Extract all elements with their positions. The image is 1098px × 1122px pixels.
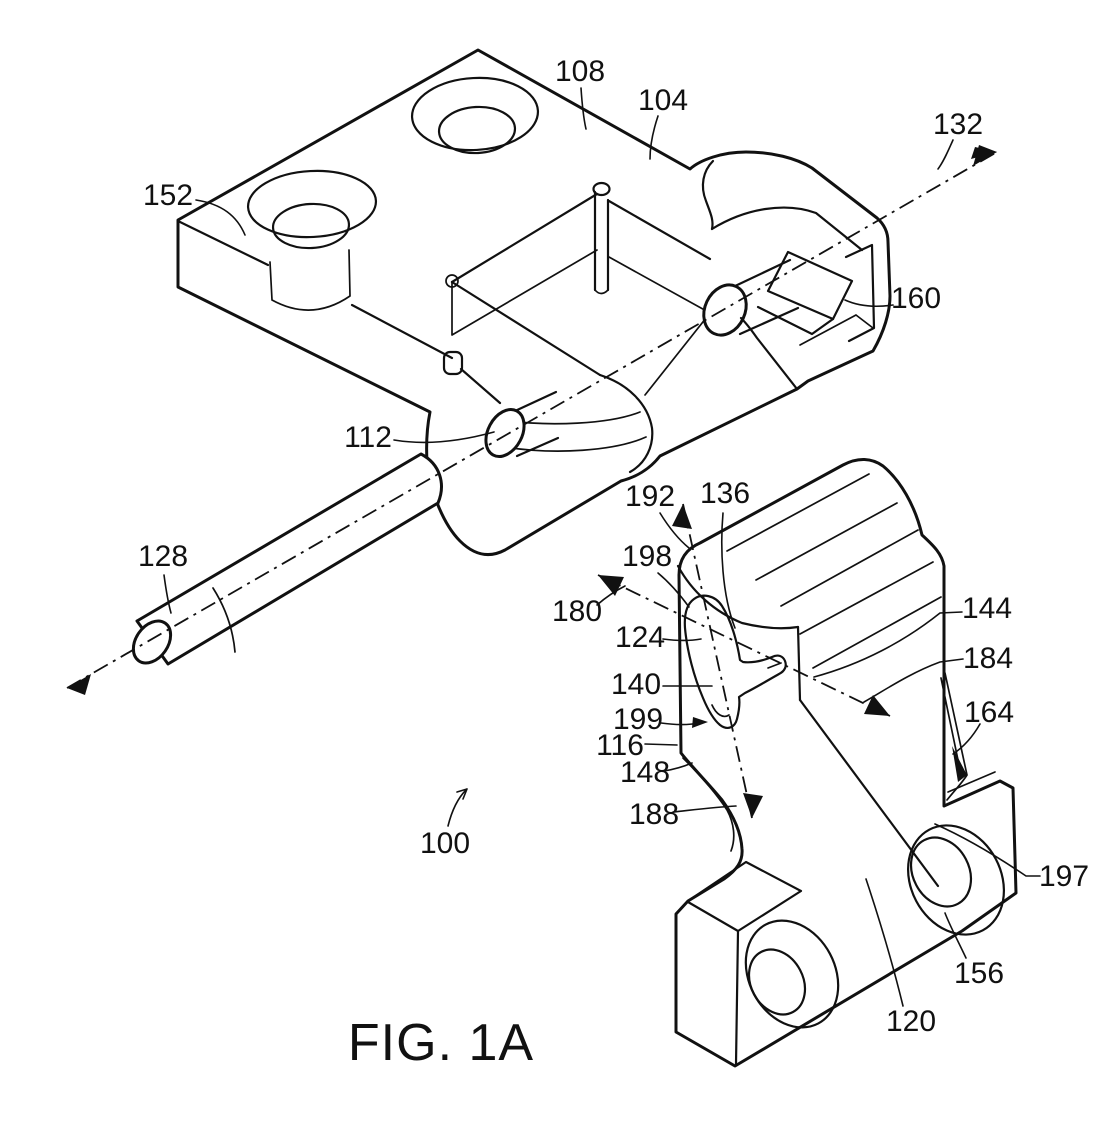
leader-192	[659, 512, 690, 549]
top-contour-lines	[726, 473, 942, 669]
tab-edge	[459, 367, 502, 405]
clamp-cylinder	[702, 283, 748, 337]
leader-152	[195, 199, 246, 236]
knuckle-end-cap	[598, 373, 654, 474]
ref-label-124: 124	[615, 621, 665, 654]
upper-hinge-leaf	[176, 48, 892, 557]
front-right-edge	[796, 625, 802, 702]
leader-104	[649, 115, 659, 160]
ref-label-140: 140	[611, 668, 661, 701]
barrel-112	[484, 390, 560, 458]
ref-label-104: 104	[638, 84, 688, 117]
leader-116	[644, 743, 678, 746]
leader-148	[663, 762, 693, 772]
counterbore-hole-d	[906, 824, 1006, 936]
ref-label-184: 184	[963, 642, 1013, 675]
leader-128	[163, 574, 172, 614]
leader-198	[657, 572, 690, 608]
jaw-slot	[683, 594, 787, 729]
leader-199-arrow	[692, 717, 708, 728]
ref-label-144: 144	[962, 592, 1012, 625]
pin-end-face	[131, 619, 173, 665]
ref-label-160: 160	[891, 282, 941, 315]
counterbore-hole-c	[744, 919, 840, 1029]
clamp-bottom-edge	[739, 316, 799, 391]
arrow-100-head	[456, 788, 468, 800]
leader-188	[672, 805, 737, 813]
ref-label-199: 199	[613, 703, 663, 736]
counterbore-hole-b	[410, 76, 540, 155]
plate-front-edge-right	[350, 303, 454, 360]
leader-120	[865, 878, 904, 1007]
leader-112	[393, 431, 495, 444]
counterbore-hole-a	[246, 169, 378, 250]
bracket-foot	[686, 860, 803, 1066]
clamp-right-wall	[844, 243, 876, 343]
leader-180	[596, 585, 626, 606]
slot-axis-line	[682, 503, 753, 819]
ref-label-164: 164	[964, 696, 1014, 729]
plate-front-edge	[176, 219, 270, 267]
front-face-boundary	[676, 564, 800, 630]
ref-label-128: 128	[138, 540, 188, 573]
arrow-100	[447, 789, 467, 827]
ref-label-198: 198	[622, 540, 672, 573]
ref-label-132: 132	[933, 108, 983, 141]
axes	[66, 145, 998, 819]
window-cutout	[445, 192, 712, 396]
hole-breakout-bore	[269, 249, 351, 311]
pivot-axis-line	[66, 151, 998, 689]
edge-sliver-164	[940, 672, 996, 801]
slot-outline	[683, 594, 787, 729]
leader-156	[944, 912, 967, 959]
ref-label-148: 148	[620, 756, 670, 789]
ref-label-112: 112	[344, 421, 392, 454]
figure-caption: FIG. 1A	[348, 1014, 534, 1072]
leader-108	[580, 87, 587, 130]
ref-label-136: 136	[700, 477, 750, 510]
clamp-pad-facet	[756, 305, 835, 336]
leader-132	[937, 139, 954, 170]
clamp-block	[701, 159, 876, 391]
leader-197	[934, 823, 1041, 877]
ref-label-188: 188	[629, 798, 679, 831]
jaw-axis-line	[597, 574, 891, 717]
ref-label-156: 156	[954, 957, 1004, 990]
clamp-flange-inner	[710, 206, 864, 252]
ref-label-197: 197	[1039, 860, 1089, 893]
leader-184	[863, 658, 964, 703]
clamp-shelf	[799, 314, 874, 346]
ref-label-108: 108	[555, 55, 605, 88]
ref-label-116: 116	[596, 729, 644, 762]
front-tab	[442, 350, 464, 376]
ref-label-152: 152	[143, 179, 193, 212]
front-diagonal-edge	[798, 698, 940, 888]
ref-label-120: 120	[886, 1005, 936, 1038]
ref-labels-layer: 100 104 108 112 116 120 124 128 132 136 140 144 148 1…	[138, 55, 1089, 1038]
slot-inner-details	[711, 662, 782, 718]
ref-label-180: 180	[552, 595, 602, 628]
ref-label-192: 192	[625, 480, 675, 513]
leader-124	[662, 638, 702, 642]
leader-136	[720, 512, 736, 629]
leader-164	[952, 723, 981, 755]
leader-lines	[163, 87, 1041, 1007]
notch-inner-line	[682, 757, 735, 852]
pin-chamfer-line	[212, 587, 236, 653]
leader-144	[813, 611, 963, 678]
window-post	[592, 181, 611, 295]
lower-bracket	[674, 458, 1018, 1068]
clamp-flange-curl	[701, 159, 715, 231]
leader-160	[844, 299, 894, 307]
knuckle-contour-2	[504, 436, 647, 452]
ref-label-100: 100	[420, 827, 470, 860]
